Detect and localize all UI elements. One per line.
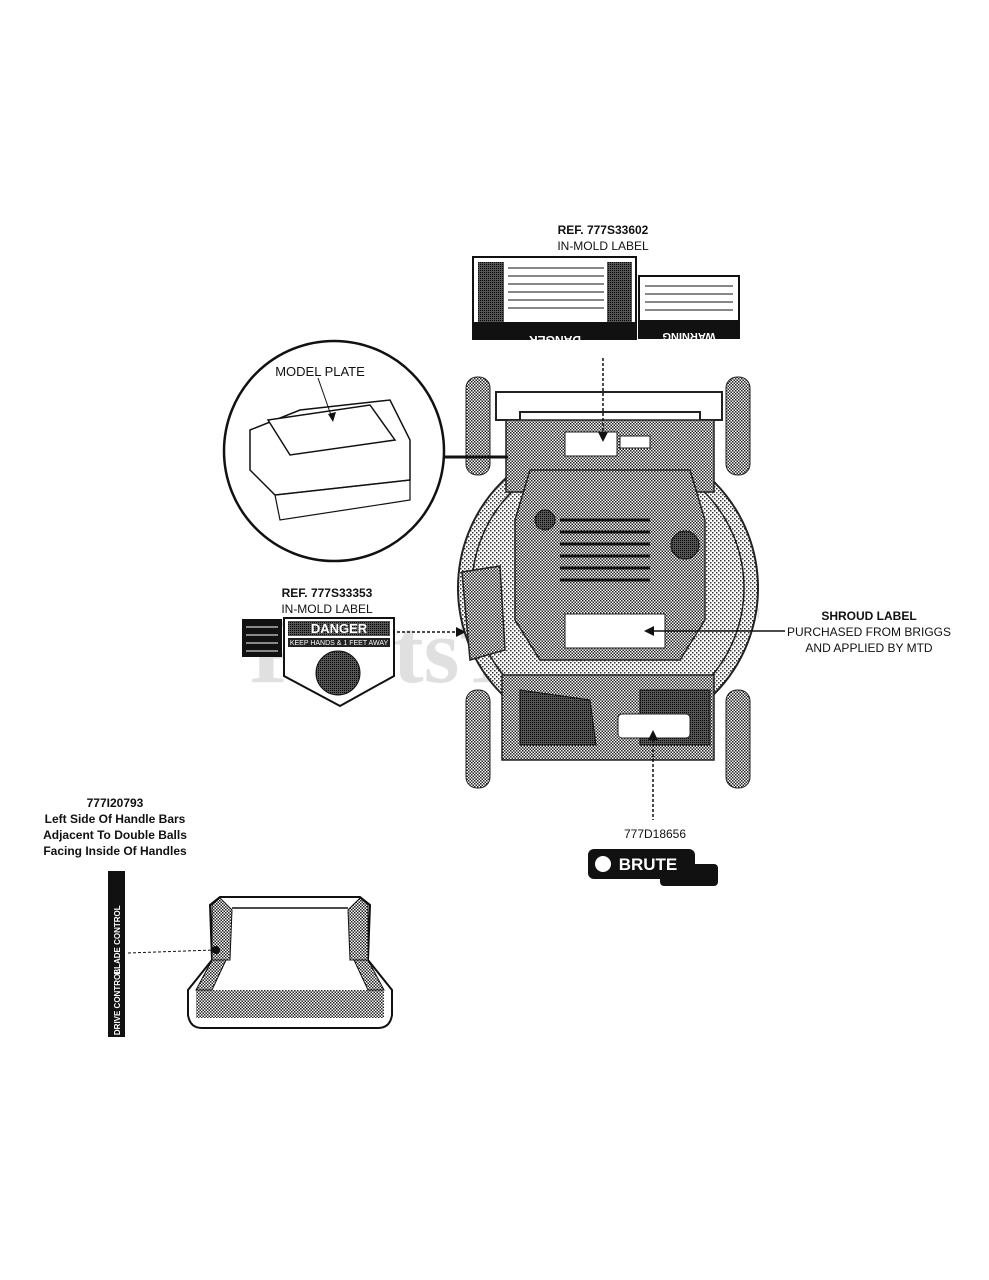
top-inmold-labels: DANGER WARNING: [472, 256, 740, 347]
left-danger-label: DANGER KEEP HANDS & 1 FEET AWAY: [242, 617, 466, 708]
callout-top-ref: REF. 777S33602 IN-MOLD LABEL: [528, 222, 678, 254]
danger-left-text: DANGER: [311, 621, 368, 636]
wheel-rear-left: [465, 689, 491, 789]
shroud-title: SHROUD LABEL: [821, 609, 917, 623]
handle-line2: Left Side Of Handle Bars: [44, 812, 186, 826]
callout-model-plate: MODEL PLATE: [265, 364, 375, 380]
danger-left-sub: KEEP HANDS & 1 FEET AWAY: [290, 640, 389, 647]
left-ref-number: REF. 777S33353: [281, 586, 373, 600]
decal-number: 777D18656: [623, 827, 687, 841]
model-plate-area: [564, 431, 618, 457]
shroud-line3: AND APPLIED BY MTD: [805, 641, 933, 655]
wheel-front-right: [725, 376, 751, 476]
front-bumper: [495, 391, 723, 421]
callout-handle: 777I20793 Left Side Of Handle Bars Adjac…: [25, 795, 205, 859]
engine-shroud: [514, 469, 706, 661]
strip-blade-text: BLADE CONTROL: [113, 905, 122, 974]
brute-text: BRUTE: [619, 855, 678, 874]
strip-drive-text: DRIVE CONTROL: [113, 969, 122, 1035]
handle-strip-decal: BLADE CONTROL DRIVE CONTROL: [108, 871, 215, 1037]
mower-top-view: [457, 376, 759, 789]
handle-number: 777I20793: [86, 796, 144, 810]
model-plate-inset: [222, 339, 508, 563]
callout-decal: 777D18656: [600, 826, 710, 842]
warning-top-text: WARNING: [662, 330, 715, 342]
shroud-line2: PURCHASED FROM BRIGGS: [786, 625, 951, 639]
leader-handle: [127, 949, 215, 954]
top-ref-number: REF. 777S33602: [557, 223, 649, 237]
danger-top-text: DANGER: [529, 333, 581, 347]
wheel-rear-right: [725, 689, 751, 789]
model-plate-text: MODEL PLATE: [275, 364, 365, 379]
handle-line3: Adjacent To Double Balls: [43, 828, 187, 842]
handle-line4: Facing Inside Of Handles: [43, 844, 187, 858]
callout-left-ref: REF. 777S33353 IN-MOLD LABEL: [262, 585, 392, 617]
engine-fins: [560, 518, 650, 582]
brute-decal: BRUTE: [588, 849, 718, 886]
handle-bar: [187, 896, 393, 1029]
callout-shroud: SHROUD LABEL PURCHASED FROM BRIGGS AND A…: [785, 608, 953, 656]
top-ref-type: IN-MOLD LABEL: [557, 239, 649, 253]
wheel-front-left: [465, 376, 491, 476]
left-ref-type: IN-MOLD LABEL: [281, 602, 373, 616]
